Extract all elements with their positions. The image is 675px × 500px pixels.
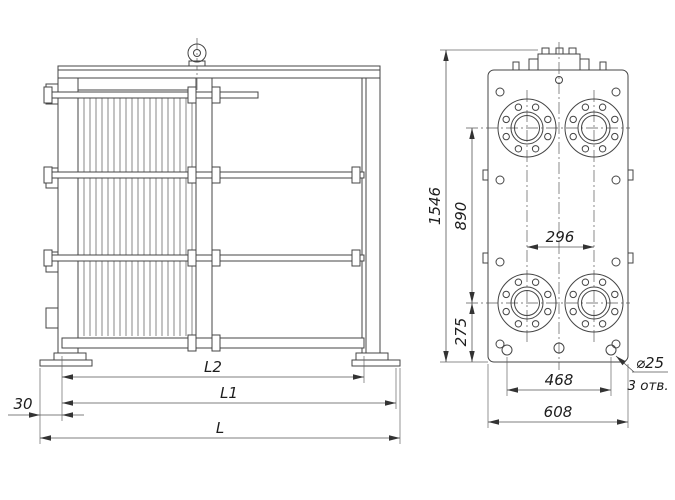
fixed-plate: [57, 67, 79, 354]
pressure-plate: [195, 77, 213, 349]
dim-hole-count: 3 отв.: [627, 378, 668, 394]
top-connections: [512, 47, 607, 71]
support-column: [361, 65, 381, 357]
side-view-dimensions: L2 L1 L 30: [8, 356, 401, 444]
dim-L2: L2: [204, 358, 222, 376]
dim-L1: L1: [220, 384, 238, 402]
perimeter-holes: [495, 76, 621, 349]
lifting-eye: [187, 38, 207, 90]
carrying-bar: [57, 65, 381, 79]
dim-L: L: [216, 419, 224, 437]
hole-callout: ⌀25 3 отв.: [615, 354, 669, 394]
side-view-feet: [39, 352, 401, 367]
dim-890: 890: [452, 202, 470, 231]
dim-468: 468: [545, 371, 574, 389]
dim-1546: 1546: [426, 187, 444, 225]
side-view: [39, 38, 401, 367]
dim-296: 296: [546, 228, 575, 246]
tie-rods: [43, 86, 365, 352]
front-view-dimensions: 1546 890 275 296 468 608 ⌀25 3: [426, 49, 669, 428]
centerlines: [466, 42, 630, 370]
plate-pack: [77, 89, 197, 341]
frame-plate-face: [487, 69, 629, 363]
mounting-holes: [501, 342, 617, 356]
edge-clips: [482, 169, 634, 264]
dim-hole-diameter: ⌀25: [636, 354, 664, 372]
dim-30: 30: [13, 395, 32, 413]
dim-275: 275: [452, 318, 470, 347]
front-view: [466, 42, 634, 370]
dim-608: 608: [544, 403, 573, 421]
side-nozzle-stubs: [45, 83, 59, 329]
